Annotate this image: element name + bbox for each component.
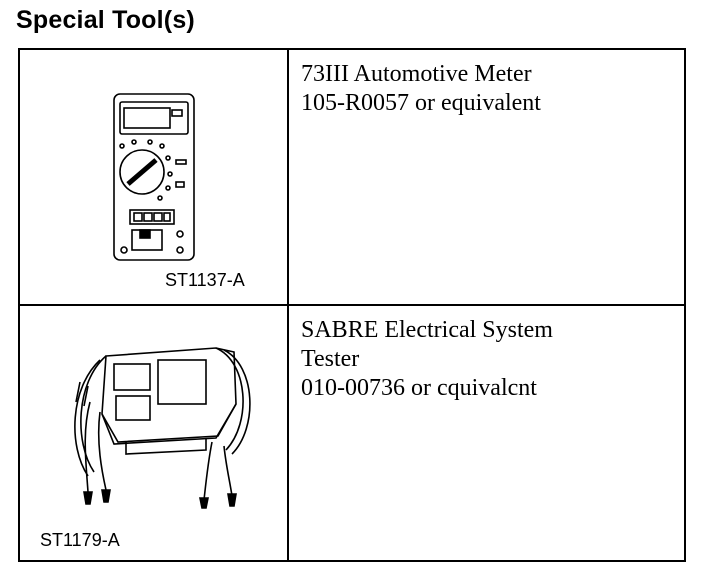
special-tools-table: ST1137-A 73III Automotive Meter 105-R005… — [18, 48, 686, 562]
description-line: Tester — [301, 346, 360, 372]
tool-image-cell: ST1179-A — [18, 304, 289, 562]
tool-row: ST1137-A 73III Automotive Meter 105-R005… — [18, 48, 686, 306]
description-line: 73III Automotive Meter — [301, 61, 532, 87]
tool-row: ST1179-A SABRE Electrical System Tester … — [18, 304, 686, 562]
description-line: SABRE Electrical System — [301, 317, 553, 343]
tool-code: ST1137-A — [165, 270, 245, 290]
tool-description-cell: 73III Automotive Meter 105-R0057 or equi… — [287, 48, 686, 306]
tool-image-cell: ST1137-A — [18, 48, 289, 306]
electrical-system-tester-illustration — [74, 347, 251, 509]
description-line: 010-00736 or cquivalcnt — [301, 375, 537, 401]
tool-description: 73III Automotive Meter 105-R0057 or equi… — [289, 50, 684, 118]
tool-description-cell: SABRE Electrical System Tester 010-00736… — [287, 304, 686, 562]
multimeter-illustration — [113, 93, 195, 261]
tool-code: ST1179-A — [40, 530, 120, 550]
section-title: Special Tool(s) — [16, 6, 195, 34]
tool-description: SABRE Electrical System Tester 010-00736… — [289, 306, 684, 403]
description-line: 105-R0057 or equivalent — [301, 90, 541, 116]
